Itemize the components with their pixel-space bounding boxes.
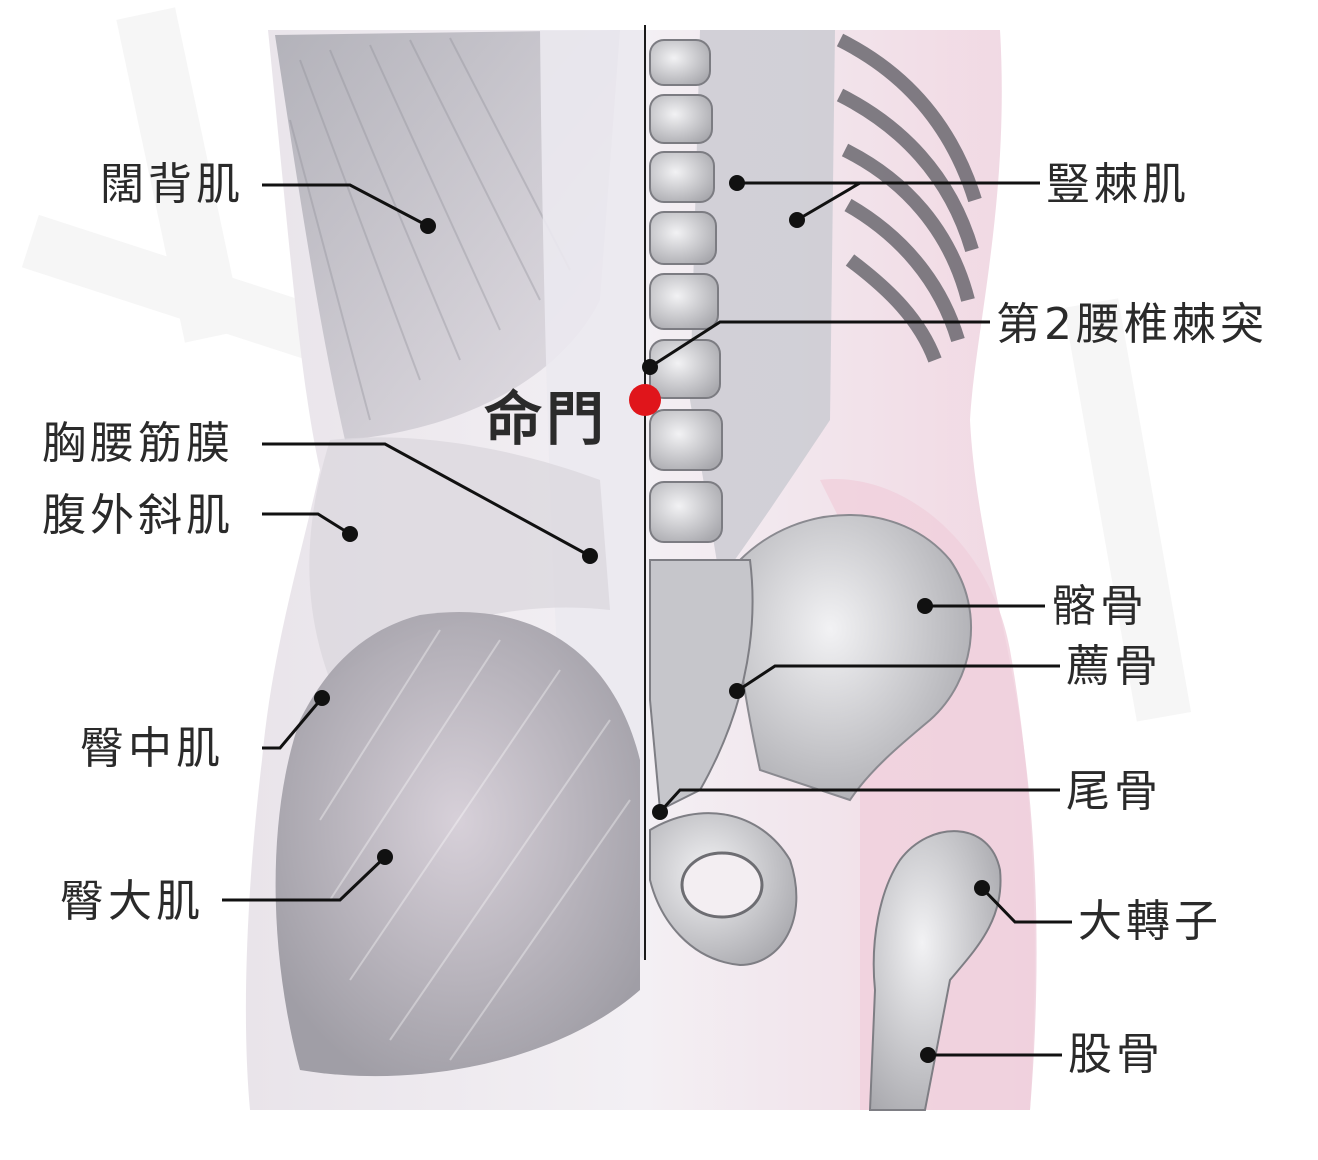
latissimus-muscle (275, 30, 620, 440)
erector-muscle (690, 30, 835, 580)
label-gluteus-maximus: 臀大肌 (60, 876, 204, 927)
label-thoracolumbar-fascia: 胸腰筋膜 (42, 418, 234, 469)
label-external-oblique: 腹外斜肌 (42, 490, 234, 541)
acupoint-label: 命門 (484, 385, 609, 453)
label-gluteus-medius: 臀中肌 (80, 723, 224, 774)
obturator-foramen (680, 851, 764, 919)
acupoint-marker (629, 384, 661, 416)
spine-vertebrae (649, 39, 723, 543)
label-femur: 股骨 (1068, 1029, 1164, 1080)
gluteus-max-muscle (275, 611, 640, 1077)
leader-dots (314, 175, 990, 1063)
label-erector-spinae: 豎棘肌 (1046, 159, 1190, 210)
label-coccyx: 尾骨 (1066, 766, 1162, 817)
ilium-bone (735, 514, 972, 802)
label-greater-trochanter: 大轉子 (1078, 896, 1222, 947)
label-ilium: 髂骨 (1052, 581, 1148, 632)
label-sacrum: 薦骨 (1066, 641, 1162, 692)
label-l2-spinous-process: 第2腰椎棘突 (996, 299, 1268, 350)
oblique-muscle (309, 437, 610, 680)
rib-cage (836, 33, 982, 363)
leader-lines (222, 181, 1072, 1057)
gluteus-fibers (319, 629, 631, 1061)
label-latissimus: 闊背肌 (100, 159, 244, 210)
femur-bone (868, 830, 1002, 1111)
